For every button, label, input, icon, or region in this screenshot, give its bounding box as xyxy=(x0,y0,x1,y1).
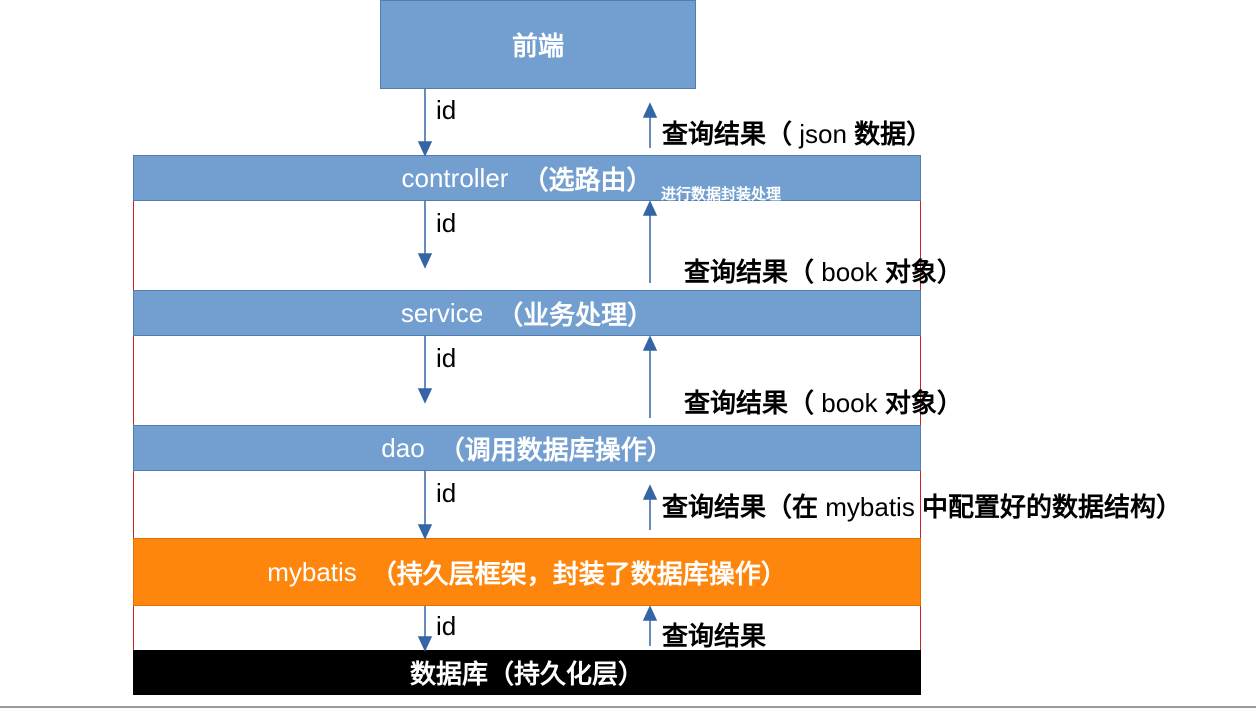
down-arrow-3 xyxy=(417,336,433,404)
service-box: service （业务处理） xyxy=(133,290,921,336)
mybatis-box: mybatis （持久层框架，封装了数据库操作） xyxy=(133,538,921,606)
database-label: 数据库（持久化层） xyxy=(409,660,644,690)
up-arrow-5 xyxy=(642,605,658,646)
result-label-5: 查询结果 xyxy=(662,622,767,652)
request-id-label-2: id xyxy=(436,208,457,238)
result-label-4: 查询结果（在 mybatis 中配置好的数据结构） xyxy=(662,492,1183,523)
down-arrow-2 xyxy=(417,201,433,269)
request-id-label-4: id xyxy=(436,478,457,508)
result-label-2: 查询结果（ book 对象） xyxy=(684,257,963,288)
frontend-box: 前端 xyxy=(380,0,696,89)
result-label-1: 查询结果（ json 数据） xyxy=(662,119,933,150)
service-desc: （业务处理） xyxy=(497,300,654,331)
result-label-3: 查询结果（ book 对象） xyxy=(684,388,963,419)
request-id-label-3: id xyxy=(436,343,457,373)
up-arrow-1 xyxy=(642,102,658,148)
up-arrow-3 xyxy=(642,335,658,418)
dao-box: dao （调用数据库操作） xyxy=(133,425,921,471)
down-arrow-4 xyxy=(417,471,433,540)
mybatis-name: mybatis xyxy=(267,556,357,587)
controller-note: 进行数据封装处理 xyxy=(661,185,782,203)
up-arrow-4 xyxy=(642,484,658,530)
request-id-label-5: id xyxy=(436,611,457,641)
database-box: 数据库（持久化层） xyxy=(133,650,921,695)
request-id-label-1: id xyxy=(436,95,457,125)
down-arrow-1 xyxy=(417,89,433,157)
controller-desc: （选路由） xyxy=(522,165,653,196)
bottom-divider xyxy=(0,706,1256,708)
down-arrow-5 xyxy=(417,606,433,652)
service-name: service xyxy=(400,297,484,328)
frontend-label: 前端 xyxy=(511,32,564,62)
controller-name: controller xyxy=(401,162,509,193)
up-arrow-2 xyxy=(642,200,658,283)
mybatis-desc: （持久层框架，封装了数据库操作） xyxy=(370,559,787,590)
dao-desc: （调用数据库操作） xyxy=(438,435,673,466)
dao-name: dao xyxy=(381,432,425,463)
controller-box: controller （选路由） xyxy=(133,155,921,201)
